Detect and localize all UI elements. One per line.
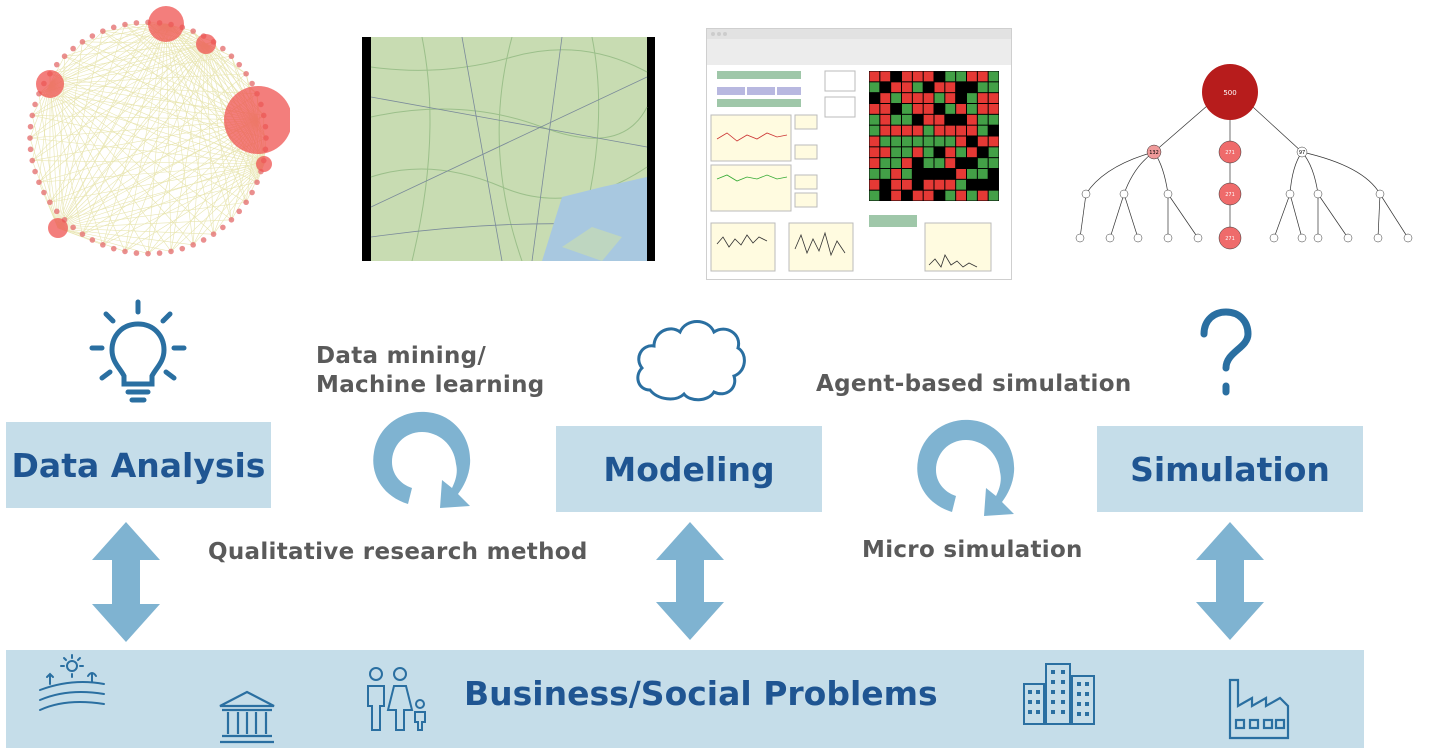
tree-node-label: 97 [1299,150,1305,156]
data-mining-line2: Machine learning [316,372,545,398]
agent-based-label: Agent-based simulation [816,371,1132,397]
tree-root-label: 500 [1223,89,1236,97]
data-analysis-title: Data Analysis [11,445,266,485]
tree-node-label: 132 [1149,150,1159,156]
lightbulb-icon [88,298,188,404]
problems-title: Business/Social Problems [464,674,938,713]
bank-building-icon [218,690,276,746]
data-mining-label: Data mining/ Machine learning [316,342,545,400]
decision-tree-image: 500 132 271 97 271 271 [1064,56,1424,256]
data-mining-line1: Data mining/ [316,343,487,369]
modeling-title: Modeling [603,449,775,489]
factory-icon [1226,676,1292,740]
question-mark-icon [1196,308,1256,398]
simulator-window-image [706,28,1012,280]
double-arrow-icon [90,522,162,642]
double-arrow-icon [1194,522,1266,640]
simulation-box: Simulation [1097,426,1363,512]
cycle-arrow-icon [912,418,1022,518]
office-buildings-icon [1022,662,1096,726]
modeling-box: Modeling [556,426,822,512]
cloud-icon [632,314,748,406]
network-graph-image [6,6,290,266]
simulation-title: Simulation [1130,449,1330,489]
tree-node-label: 271 [1225,236,1235,242]
double-arrow-icon [654,522,726,640]
tree-node-label: 271 [1225,150,1235,156]
qualitative-label: Qualitative research method [208,539,588,565]
family-icon [362,666,432,732]
tree-node-label: 271 [1225,192,1235,198]
map-image [362,37,655,261]
micro-simulation-label: Micro simulation [862,537,1083,563]
cycle-arrow-icon [368,410,478,510]
data-analysis-box: Data Analysis [6,422,271,508]
farm-icon [38,654,108,716]
